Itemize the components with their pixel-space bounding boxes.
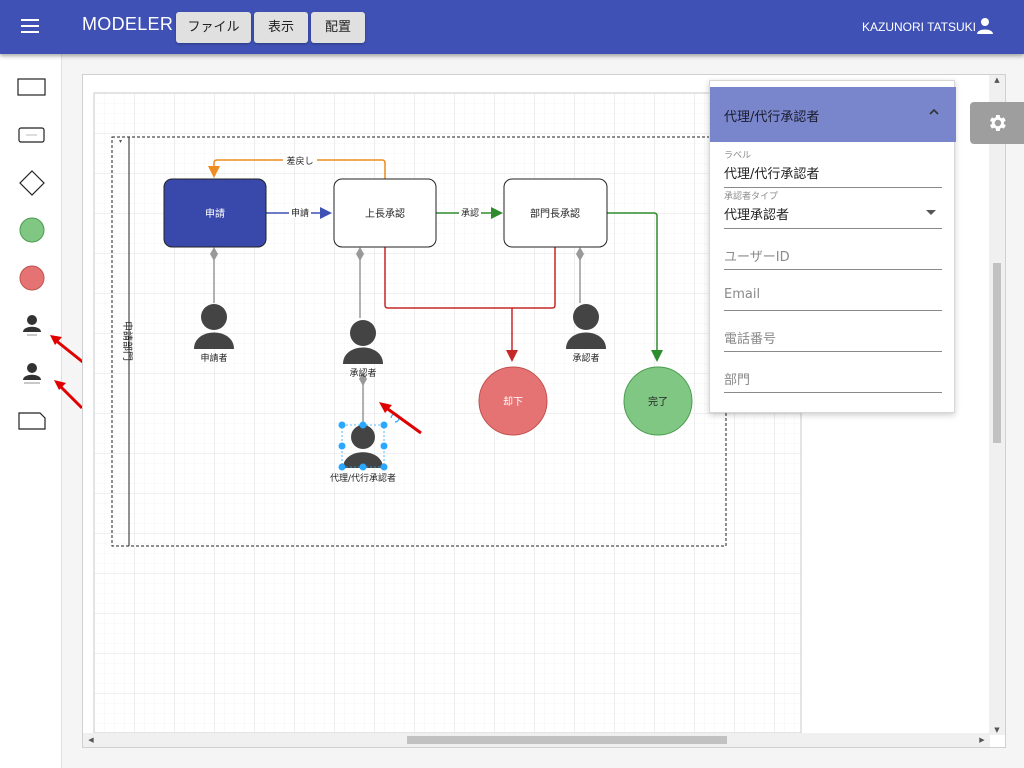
- vertical-scroll-thumb[interactable]: [993, 263, 1001, 443]
- department-placeholder[interactable]: 部門: [724, 373, 751, 388]
- approve-edge-label: 承認: [461, 207, 479, 219]
- chevron-up-icon[interactable]: [928, 106, 940, 118]
- return-edge-label: 差戻し: [286, 155, 313, 167]
- person-icon: [350, 320, 376, 346]
- apply-edge-label: 申請: [291, 207, 309, 219]
- reject-node-label: 却下: [503, 396, 523, 408]
- swimlane-label: 申請部門: [121, 321, 134, 361]
- apply-node[interactable]: [163, 178, 267, 248]
- arrange-menu-button[interactable]: 配置: [311, 12, 365, 43]
- boss-approve-label: 上長承認: [365, 207, 405, 220]
- boss-reject-edge[interactable]: [384, 247, 518, 362]
- gear-icon: [990, 115, 1006, 131]
- approver-type-label: 承認者タイプ: [724, 192, 779, 202]
- person-icon: [201, 304, 227, 330]
- selection-handles[interactable]: [338, 421, 388, 471]
- dept-approver-label: 承認者: [572, 352, 599, 364]
- property-panel: 代理/代行承認者 ラベル 代理/代行承認者 承認者タイプ 代理承認者 ユーザーI…: [709, 80, 956, 413]
- app-title: MODELER: [82, 14, 174, 34]
- view-menu-button[interactable]: 表示: [254, 12, 308, 43]
- dept-approver-actor[interactable]: 承認者: [566, 304, 606, 364]
- user-name[interactable]: KAZUNORI TATSUKI: [861, 20, 976, 34]
- person-icon: [23, 363, 41, 384]
- palette-diamond[interactable]: [14, 166, 50, 200]
- property-panel-header[interactable]: 代理/代行承認者: [710, 87, 956, 142]
- palette-proxy-approver[interactable]: [14, 356, 50, 390]
- label-field-label: ラベル: [724, 151, 752, 161]
- green-circle-icon: [19, 217, 45, 243]
- annotation-arrow: [384, 405, 422, 435]
- diagram-svg[interactable]: ▾ 申請部門 差戻し 申請 承認 申請 上長承認 部門長承認 却下: [83, 75, 1006, 748]
- approver-type-select[interactable]: 承認者タイプ 代理承認者: [724, 189, 942, 229]
- user-id-placeholder[interactable]: ユーザーID: [724, 250, 790, 265]
- palette-complete-circle[interactable]: [14, 213, 50, 247]
- approver-actor[interactable]: 承認者: [343, 320, 383, 379]
- label-field-value[interactable]: 代理/代行承認者: [724, 167, 820, 182]
- applicant-actor[interactable]: 申請者: [194, 304, 234, 364]
- rounded-rectangle-icon: [18, 127, 45, 143]
- menu-icon[interactable]: [21, 19, 39, 33]
- phone-placeholder[interactable]: 電話番号: [724, 332, 777, 347]
- email-placeholder[interactable]: Email: [724, 287, 761, 302]
- shape-palette: [0, 54, 85, 768]
- user-id-field[interactable]: ユーザーID: [724, 230, 942, 270]
- reject-node[interactable]: [478, 366, 548, 436]
- dropdown-arrow-icon[interactable]: [926, 210, 936, 215]
- account-icon[interactable]: [976, 17, 994, 35]
- email-field[interactable]: Email: [724, 271, 942, 311]
- property-panel-title: 代理/代行承認者: [724, 110, 820, 125]
- complete-node-label: 完了: [648, 395, 668, 408]
- annotation-arrows: [50, 335, 85, 410]
- settings-button[interactable]: [970, 102, 1024, 144]
- file-menu-button[interactable]: ファイル: [176, 12, 251, 43]
- app-bar: MODELER ファイル 表示 配置 KAZUNORI TATSUKI: [0, 0, 1024, 54]
- person-icon: [23, 315, 41, 336]
- horizontal-scrollbar[interactable]: ◀ ▶: [83, 733, 990, 747]
- diamond-icon: [19, 170, 45, 196]
- complete-edge[interactable]: [607, 212, 663, 362]
- person-icon: [573, 304, 599, 330]
- vertical-scrollbar[interactable]: ▲ ▼: [989, 75, 1005, 735]
- palette-reject-circle[interactable]: [14, 261, 50, 295]
- palette-rectangle[interactable]: [14, 70, 50, 104]
- palette-rounded-rectangle[interactable]: [14, 118, 50, 152]
- apply-node-label: 申請: [205, 207, 225, 220]
- approver-type-value[interactable]: 代理承認者: [724, 208, 790, 223]
- rectangle-icon: [17, 78, 46, 96]
- applicant-label: 申請者: [200, 352, 227, 364]
- red-circle-icon: [19, 265, 45, 291]
- svg-text:▾: ▾: [119, 138, 122, 145]
- dept-approve-node[interactable]: [503, 178, 608, 248]
- dept-reject-edge[interactable]: [512, 247, 556, 309]
- swimlane[interactable]: [111, 136, 727, 547]
- approver-label: 承認者: [349, 367, 376, 379]
- boss-approve-node[interactable]: [333, 178, 437, 248]
- horizontal-scroll-thumb[interactable]: [407, 736, 727, 744]
- note-shape-icon: [18, 412, 46, 430]
- palette-note[interactable]: [14, 404, 50, 438]
- department-field[interactable]: 部門: [724, 353, 942, 393]
- palette-approver[interactable]: [14, 308, 50, 342]
- dept-approve-label: 部門長承認: [530, 207, 580, 220]
- phone-field[interactable]: 電話番号: [724, 312, 942, 352]
- proxy-approver-label: 代理/代行承認者: [330, 472, 396, 484]
- label-field[interactable]: ラベル 代理/代行承認者: [724, 148, 942, 188]
- person-icon: [351, 425, 375, 449]
- complete-node[interactable]: [623, 366, 693, 436]
